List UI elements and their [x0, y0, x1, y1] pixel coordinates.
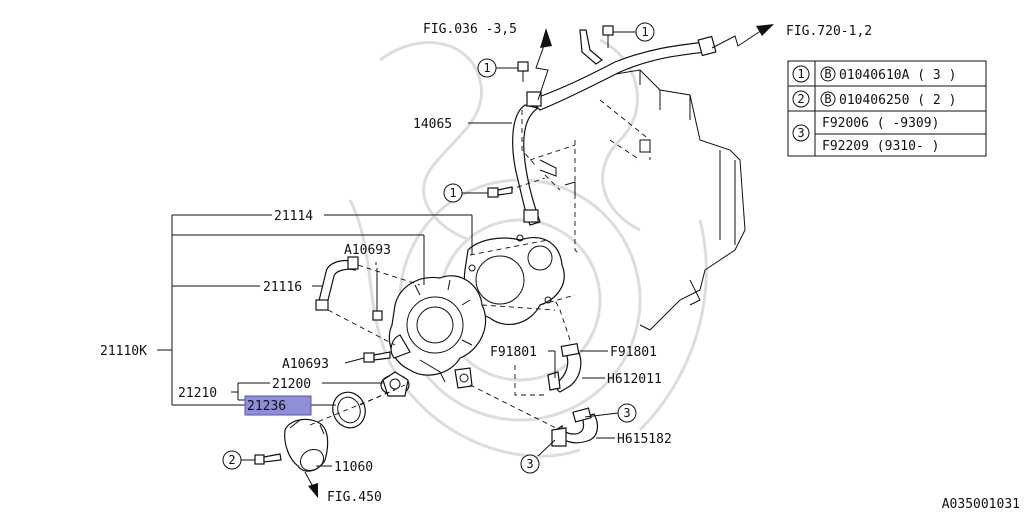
hose-h612011[interactable]: [547, 342, 582, 393]
svg-text:1: 1: [641, 25, 648, 39]
svg-text:B: B: [824, 67, 831, 81]
svg-text:F92209 (9310- ): F92209 (9310- ): [822, 139, 939, 154]
label-a10693-bottom[interactable]: A10693: [282, 357, 329, 372]
highlight-21236: [244, 395, 312, 416]
pipe-21116[interactable]: [315, 256, 359, 311]
water-pipe-14065[interactable]: [512, 29, 717, 226]
leader-lines: [157, 31, 636, 467]
legend-row-4[interactable]: F92209 (9310- ): [822, 139, 939, 154]
fig-450-arrow: [304, 471, 318, 498]
fig-450-label[interactable]: FIG.450: [327, 490, 382, 505]
label-21116[interactable]: 21116: [263, 280, 302, 295]
label-h612011[interactable]: H612011: [607, 372, 662, 387]
label-f91801-left[interactable]: F91801: [490, 345, 537, 360]
thermostat-cover-11060[interactable]: [284, 418, 329, 474]
svg-text:3: 3: [797, 126, 804, 140]
callout-3-bottom[interactable]: 3: [520, 454, 540, 474]
svg-text:010406250 ( 2 ): 010406250 ( 2 ): [839, 93, 956, 108]
label-21236[interactable]: 21236: [247, 399, 286, 414]
figure-code: A035001031: [942, 497, 1020, 512]
callout-1-mid[interactable]: 1: [443, 183, 463, 203]
svg-text:1: 1: [449, 186, 456, 200]
svg-text:2: 2: [797, 92, 804, 106]
svg-text:3: 3: [623, 406, 630, 420]
legend-row-1[interactable]: 1 B 01040610A ( 3 ): [792, 65, 956, 83]
svg-text:B: B: [824, 92, 831, 106]
legend-row-2[interactable]: 2 B 010406250 ( 2 ): [792, 90, 956, 108]
fig-720-label[interactable]: FIG.720-1,2: [786, 24, 872, 39]
label-11060[interactable]: 11060: [334, 460, 373, 475]
label-21210[interactable]: 21210: [178, 386, 217, 401]
bolt-1-topright[interactable]: [602, 25, 614, 48]
fig-720-arrow: [711, 24, 774, 49]
callout-1-topright[interactable]: 1: [635, 22, 655, 42]
fig-036-label[interactable]: FIG.036 -3,5: [423, 22, 517, 37]
fig-036-arrow: [535, 28, 552, 101]
label-a10693-top[interactable]: A10693: [344, 243, 391, 258]
thermostat-21200[interactable]: [380, 371, 410, 397]
gasket-21114[interactable]: [463, 234, 565, 326]
label-21114[interactable]: 21114: [274, 209, 313, 224]
label-14065[interactable]: 14065: [413, 117, 452, 132]
legend-table: 1 B 01040610A ( 3 ) 2 B 010406250 ( 2 ) …: [787, 60, 987, 157]
bolt-a10693-bottom[interactable]: [363, 351, 391, 363]
callout-1-top[interactable]: 1: [477, 58, 497, 78]
svg-text:2: 2: [228, 453, 235, 467]
water-pump-21110K[interactable]: [388, 275, 487, 389]
svg-text:1: 1: [483, 61, 490, 75]
label-h615182[interactable]: H615182: [617, 432, 672, 447]
callout-2[interactable]: 2: [222, 450, 242, 470]
label-21200[interactable]: 21200: [272, 377, 311, 392]
bolt-1-top[interactable]: [517, 61, 529, 82]
svg-text:01040610A ( 3 ): 01040610A ( 3 ): [839, 68, 956, 83]
svg-text:3: 3: [526, 457, 533, 471]
label-21110k[interactable]: 21110K: [100, 344, 147, 359]
label-f91801-right[interactable]: F91801: [610, 345, 657, 360]
hose-h615182[interactable]: [551, 407, 599, 447]
bolt-2[interactable]: [254, 453, 282, 465]
engine-block: [599, 69, 746, 331]
bolt-1-mid[interactable]: [487, 186, 513, 198]
legend-row-3[interactable]: 3 F92006 ( -9309): [792, 116, 939, 142]
gasket-21236[interactable]: [328, 388, 370, 433]
bolt-a10693-top[interactable]: [372, 268, 383, 321]
callout-3-right[interactable]: 3: [617, 403, 637, 423]
svg-text:F92006 ( -9309): F92006 ( -9309): [822, 116, 939, 131]
svg-text:1: 1: [797, 67, 804, 81]
